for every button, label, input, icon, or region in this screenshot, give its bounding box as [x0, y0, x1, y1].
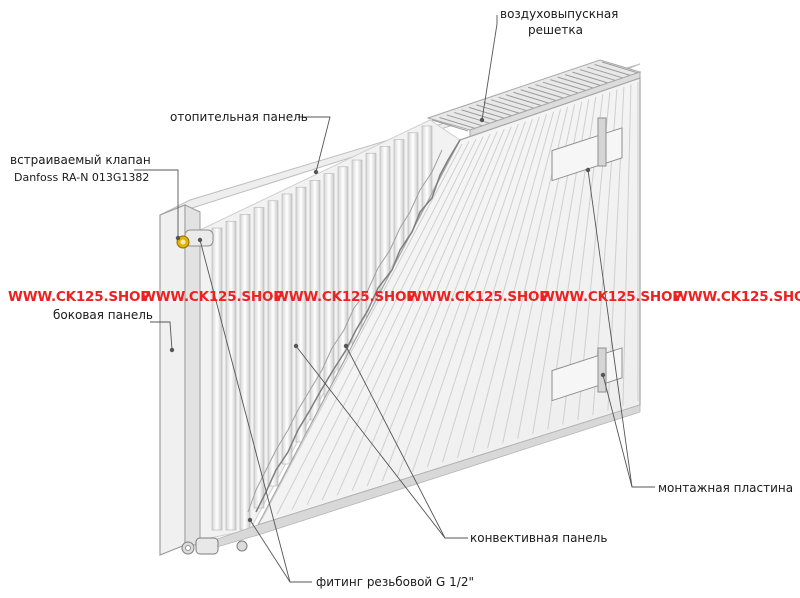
front-panel-rib	[411, 119, 533, 472]
label-air-grille-line2: решетка	[528, 23, 583, 37]
leader-dot	[343, 343, 349, 349]
leader-dot	[313, 169, 319, 175]
front-panel-rib	[426, 116, 540, 468]
label-air-grille-line1: воздуховыпускная	[500, 7, 619, 21]
front-panel-rib	[306, 136, 484, 506]
front-panel-rib	[622, 84, 632, 406]
mounting-bracket-top	[551, 117, 623, 182]
built-in-valve	[176, 229, 214, 249]
front-panel-rib	[351, 128, 505, 491]
label-fitting: фитинг резьбовой G 1/2"	[316, 575, 474, 589]
convector-fin	[239, 214, 251, 531]
label-heating-panel: отопительная панель	[170, 110, 308, 124]
watermark-row: WWW.CK125.SHOP WWW.CK125.SHOP WWW.CK125.…	[0, 289, 800, 311]
leader-dot	[197, 237, 203, 243]
grille-slat	[535, 84, 572, 97]
grille-slat	[550, 79, 587, 92]
front-panel-rib	[472, 109, 562, 454]
grille-slat	[476, 104, 513, 117]
grille-slat	[461, 109, 498, 122]
convector-fin	[351, 159, 363, 355]
watermark-text: WWW.CK125.SHOP	[673, 289, 800, 305]
front-panel-rib	[381, 123, 519, 482]
leader-dot	[479, 117, 485, 123]
side-panel-shape	[159, 204, 186, 556]
grille-slat	[439, 117, 476, 129]
convector-fin	[253, 207, 265, 509]
watermark-text: WWW.CK125.SHOP	[8, 289, 150, 305]
grille-slat	[513, 91, 550, 104]
side-panel-edge	[184, 204, 201, 546]
cutaway-edge	[255, 139, 461, 513]
label-valve-line1: встраиваемый клапан	[10, 153, 151, 167]
watermark-text: WWW.CK125.SHOP	[407, 289, 549, 305]
convector-fin	[323, 173, 335, 399]
grille-slat	[572, 71, 609, 84]
front-panel-rib	[442, 114, 547, 463]
convector-fin	[225, 220, 237, 531]
front-panel-rib	[366, 126, 512, 487]
grille-slat	[564, 74, 602, 87]
grille-slat	[579, 69, 616, 82]
grille-slat	[527, 86, 565, 99]
convector-fins	[211, 125, 433, 531]
grille-slat	[557, 76, 594, 89]
grille-slat	[490, 99, 528, 112]
grille-slat	[594, 64, 631, 76]
label-mounting-plate: монтажная пластина	[658, 481, 794, 495]
grille-slat	[587, 66, 624, 79]
grille-slat	[483, 101, 520, 114]
front-panel-rib	[291, 138, 477, 510]
grille-slat	[505, 94, 543, 107]
convector-fin	[281, 193, 293, 465]
front-panel-rib	[396, 121, 526, 477]
leader-dots	[169, 117, 606, 523]
grille-slat	[468, 106, 506, 119]
cutaway-edge-inner	[247, 149, 443, 513]
label-convective-panel: конвективная панель	[470, 531, 608, 545]
front-panel-rib	[276, 141, 470, 515]
mounting-bracket-bottom	[551, 347, 623, 402]
watermark-text: WWW.CK125.SHOP	[274, 289, 416, 305]
front-panel-rib	[336, 131, 498, 496]
grille-slat	[446, 114, 483, 127]
leader-dot	[293, 343, 299, 349]
watermark-text: WWW.CK125.SHOP	[540, 289, 682, 305]
leader-dot	[247, 517, 253, 523]
grille-slat	[498, 96, 535, 109]
leader-lines	[134, 15, 655, 583]
leader-dot	[169, 347, 175, 353]
watermark-text: WWW.CK125.SHOP	[141, 289, 283, 305]
label-valve-line2: Danfoss RA-N 013G1382	[14, 171, 150, 184]
leader-dot	[175, 235, 181, 241]
front-panel-rib	[457, 111, 555, 458]
grille-slat	[601, 61, 639, 74]
grille-slat	[431, 119, 469, 132]
threaded-fitting	[181, 537, 248, 555]
convector-fin	[295, 186, 307, 443]
front-panel-rib	[261, 143, 463, 520]
leader-dot	[585, 167, 591, 173]
convector-fin	[211, 227, 223, 531]
leader-dot	[600, 372, 606, 378]
front-panel-rib	[321, 133, 491, 501]
grille-slat	[542, 81, 580, 94]
grille-slat	[520, 89, 557, 102]
convector-fin	[267, 200, 279, 487]
grille-slat	[454, 111, 491, 124]
label-side-panel: боковая панель	[53, 308, 153, 322]
